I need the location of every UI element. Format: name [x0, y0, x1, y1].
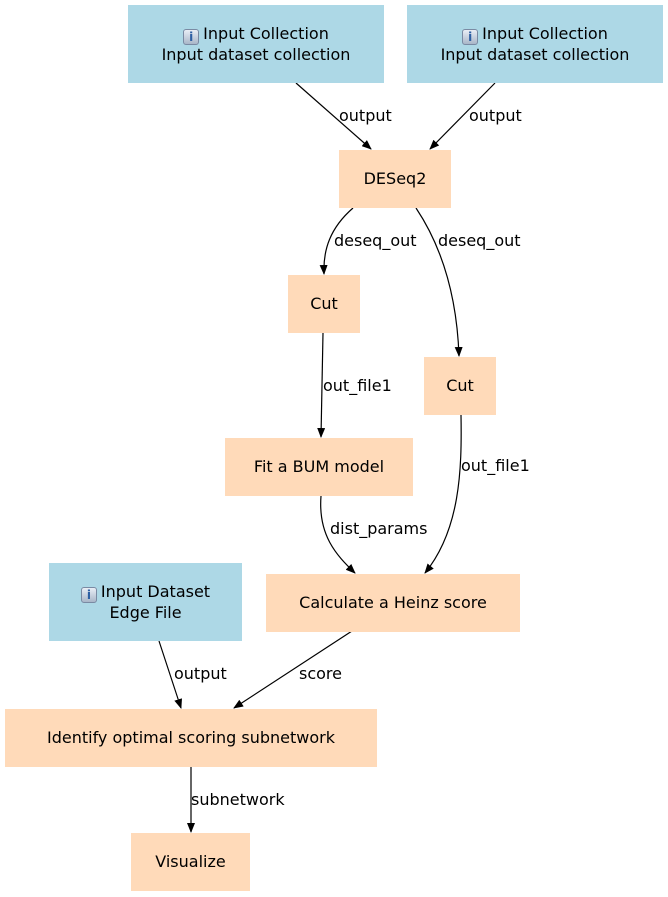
node-title: Input Dataset: [100, 581, 211, 601]
info-icon: [80, 586, 97, 603]
edge-label-cut1-bum: out_file1: [323, 376, 392, 396]
edge-label-input1-deseq2: output: [339, 106, 392, 125]
edge-input3-subnetwork: [158, 640, 182, 709]
edge-label-deseq2-cut2: deseq_out: [438, 231, 521, 251]
edge-label-deseq2-cut1: deseq_out: [334, 231, 417, 251]
edge-bum-heinz: [320, 495, 356, 574]
node-visualize[interactable]: Visualize: [131, 833, 250, 891]
node-label: Identify optimal scoring subnetwork: [46, 728, 335, 747]
info-icon: [183, 28, 200, 45]
node-input-collection-1[interactable]: Input Collection Input dataset collectio…: [128, 5, 384, 83]
edge-cut2-heinz: [424, 414, 462, 574]
node-cut-1[interactable]: Cut: [288, 275, 360, 333]
node-label: Cut: [446, 376, 474, 395]
node-label: Calculate a Heinz score: [299, 593, 487, 612]
edge-label-bum-heinz: dist_params: [330, 519, 427, 539]
node-subtitle: Edge File: [109, 602, 182, 622]
node-cut-2[interactable]: Cut: [424, 357, 496, 415]
node-label: DESeq2: [363, 169, 427, 188]
edge-label-heinz-subnetwork: score: [299, 664, 342, 683]
node-title: Input Collection: [482, 23, 608, 43]
node-subtitle: Input dataset collection: [161, 44, 351, 64]
info-icon: [462, 28, 479, 45]
node-input-dataset-title-row: Input Dataset: [80, 581, 211, 603]
edge-label-input3-subnetwork: output: [174, 664, 227, 683]
node-title: Input Collection: [203, 23, 329, 43]
edge-label-cut2-heinz: out_file1: [461, 456, 530, 476]
edge-input1-deseq2: [295, 82, 372, 150]
node-label: Cut: [310, 294, 338, 313]
edge-cut1-bum: [317, 332, 326, 438]
node-fit-bum-model[interactable]: Fit a BUM model: [225, 438, 413, 496]
node-input-collection-2[interactable]: Input Collection Input dataset collectio…: [407, 5, 663, 83]
edge-label-subnetwork-visualize: subnetwork: [191, 790, 285, 809]
node-label: Visualize: [155, 852, 226, 871]
edge-input2-deseq2: [429, 82, 496, 150]
edge-heinz-subnetwork: [233, 630, 353, 709]
node-input-dataset[interactable]: Input Dataset Edge File: [49, 563, 242, 641]
edge-label-input2-deseq2: output: [469, 106, 522, 125]
node-subtitle: Input dataset collection: [440, 44, 630, 64]
node-deseq2[interactable]: DESeq2: [339, 150, 451, 208]
node-input-collection-1-title-row: Input Collection: [183, 24, 329, 45]
node-identify-subnetwork[interactable]: Identify optimal scoring subnetwork: [5, 709, 377, 767]
edge-deseq2-cut2: [415, 207, 463, 357]
node-label: Fit a BUM model: [253, 457, 385, 476]
node-heinz-score[interactable]: Calculate a Heinz score: [266, 574, 520, 632]
edge-deseq2-cut1: [319, 207, 354, 275]
node-input-collection-2-title-row: Input Collection: [462, 24, 608, 45]
